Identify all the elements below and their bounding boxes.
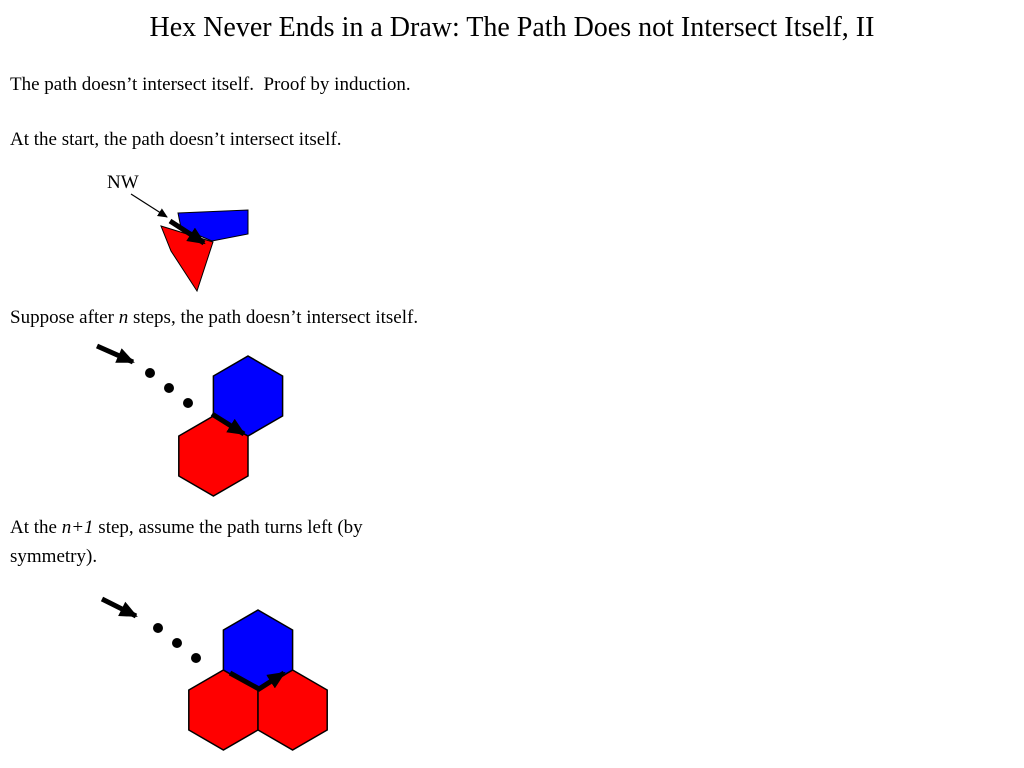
nw-pointer-arrow — [130, 193, 168, 218]
induction-step-post: step, assume the path turns left (by — [93, 517, 363, 538]
proof-intro-text: The path doesn’t intersect itself. Proof… — [10, 74, 411, 95]
red-hexagon-left — [188, 669, 259, 751]
variable-n: n — [118, 307, 129, 328]
path-dot — [191, 653, 201, 663]
n-steps-diagram — [95, 343, 284, 497]
turn-left-arrow — [228, 670, 286, 692]
path-dot — [164, 383, 174, 393]
induction-step-text: At the n+1 step, assume the path turns l… — [10, 513, 480, 572]
induction-hypothesis-pre: Suppose after — [10, 307, 119, 328]
induction-hypothesis-text: Suppose after n steps, the path doesn’t … — [10, 305, 418, 332]
base-case-text: At the start, the path doesn’t intersect… — [10, 129, 342, 150]
red-start-piece — [160, 225, 214, 293]
blue-start-piece — [177, 209, 249, 242]
path-dot — [183, 398, 193, 408]
path-dot — [145, 368, 155, 378]
start-diagram: NW — [107, 172, 249, 293]
induction-step-pre: At the — [10, 517, 62, 538]
nw-label: NW — [107, 172, 139, 193]
blue-hexagon — [222, 609, 294, 691]
turn-left-diagram — [100, 596, 328, 751]
path-dot — [153, 623, 163, 633]
induction-step-line2: symmetry). — [10, 546, 98, 568]
red-hexagon — [178, 415, 249, 497]
path-entry-arrow — [95, 343, 135, 365]
slide-title: Hex Never Ends in a Draw: The Path Does … — [149, 12, 875, 43]
blue-hexagon — [212, 355, 284, 437]
variable-n-plus-1: n+1 — [61, 517, 94, 538]
path-entry-arrow — [100, 596, 138, 619]
nth-step-arrow — [210, 411, 246, 437]
first-step-arrow — [168, 218, 206, 246]
induction-hypothesis-post: steps, the path doesn’t intersect itself… — [128, 307, 419, 328]
path-dot — [172, 638, 182, 648]
red-hexagon-right — [257, 669, 328, 751]
